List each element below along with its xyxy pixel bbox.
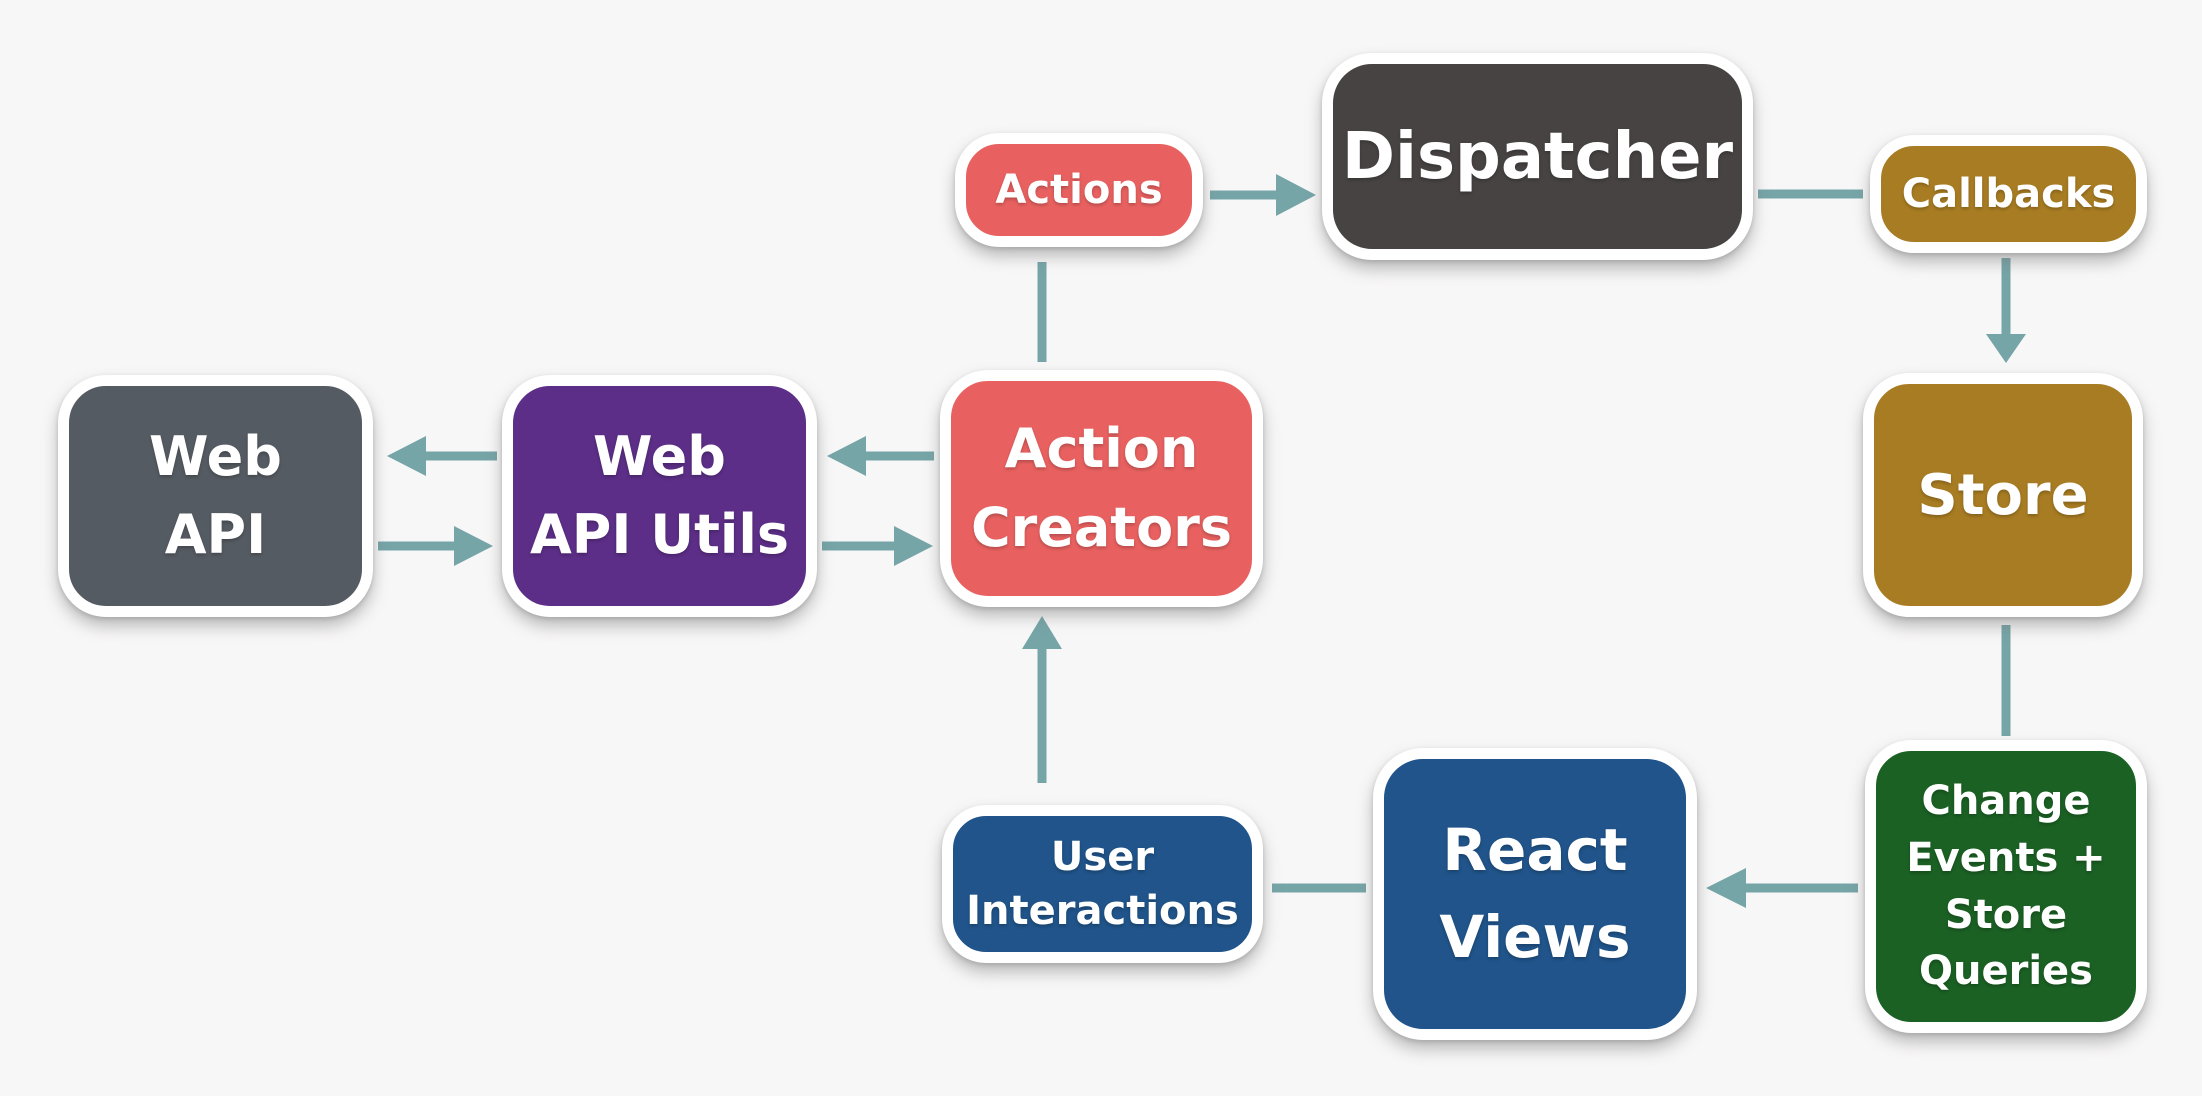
node-store: Store [1863, 373, 2143, 617]
node-web-api: Web API [58, 375, 373, 617]
edge-change-events-to-react-views [1706, 868, 1858, 908]
edge-web-api-utils-to-web-api [387, 436, 497, 476]
edge-web-api-utils-to-action-creators [822, 526, 933, 566]
edge-callbacks-to-store [1986, 258, 2026, 363]
node-action-creators: Action Creators [940, 370, 1263, 607]
edge-web-api-to-web-api-utils [378, 526, 493, 566]
node-dispatcher: Dispatcher [1322, 53, 1753, 260]
edge-user-interactions-to-action-creators [1022, 616, 1062, 783]
node-dispatcher-label: Dispatcher [1341, 119, 1734, 194]
node-actions: Actions [955, 133, 1203, 247]
node-user-interactions-label: User Interactions [966, 834, 1239, 934]
node-user-interactions: User Interactions [942, 805, 1263, 963]
node-react-views-label: React Views [1439, 816, 1631, 971]
node-callbacks: Callbacks [1870, 135, 2147, 253]
node-callbacks-label: Callbacks [1901, 171, 2116, 217]
node-action-creators-label: Action Creators [970, 417, 1232, 559]
node-change-events-label: Change Events + Store Queries [1906, 777, 2106, 995]
node-actions-label: Actions [995, 167, 1163, 213]
node-react-views: React Views [1373, 748, 1697, 1040]
edge-action-creators-to-web-api-utils [827, 436, 934, 476]
node-store-label: Store [1917, 462, 2089, 528]
node-web-api-label: Web API [149, 424, 282, 566]
node-change-events: Change Events + Store Queries [1865, 740, 2147, 1033]
node-web-api-utils: Web API Utils [502, 375, 817, 617]
edge-actions-to-dispatcher [1210, 174, 1316, 216]
node-web-api-utils-label: Web API Utils [529, 424, 790, 566]
